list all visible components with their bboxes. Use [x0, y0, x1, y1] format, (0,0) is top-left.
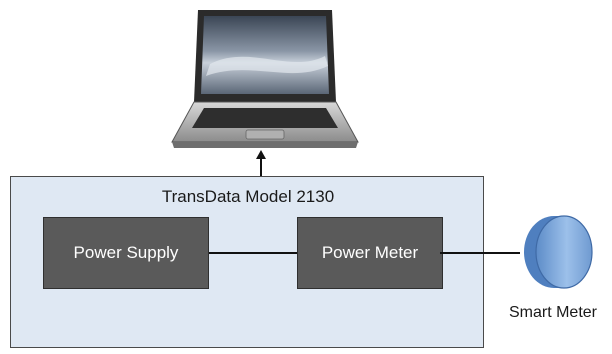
laptop-icon [171, 10, 359, 148]
power-supply-box: Power Supply [43, 217, 209, 289]
power-supply-label: Power Supply [73, 243, 179, 262]
power-meter-box: Power Meter [297, 217, 443, 289]
power-meter-label: Power Meter [321, 243, 419, 262]
smart-meter-label: Smart Meter [508, 304, 597, 321]
supply-meter-connector [209, 252, 297, 254]
transdata-enclosure: TransData Model 2130 Power Supply Power … [10, 176, 484, 348]
data-arrow [256, 150, 266, 178]
enclosure-title: TransData Model 2130 [161, 187, 335, 206]
cylinder-icon [524, 215, 593, 289]
meter-smartmeter-connector [440, 252, 520, 254]
